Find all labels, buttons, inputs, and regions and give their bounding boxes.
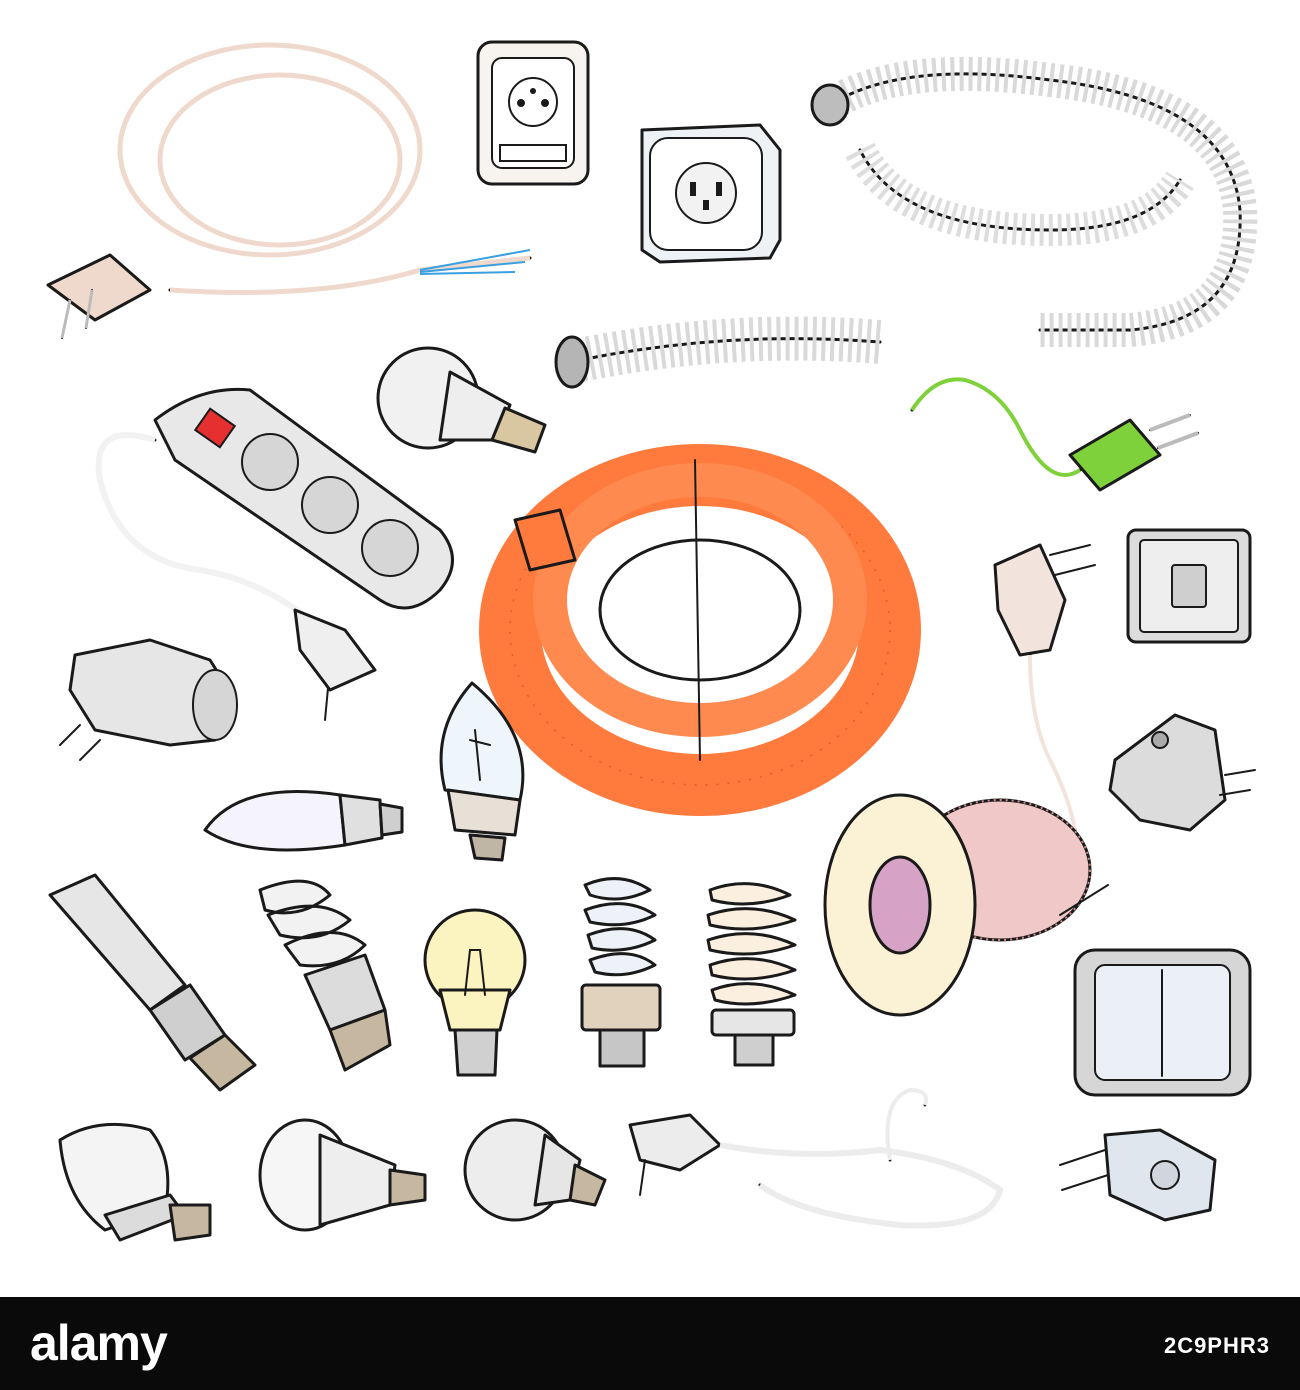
incandescent-bulb <box>423 908 527 1077</box>
wall-socket-grounded <box>640 123 782 264</box>
light-switch-single <box>1126 528 1252 644</box>
wire-spool <box>823 793 1109 1017</box>
spiral-cfl-bulb-small <box>580 877 662 1068</box>
corrugated-conduit-short <box>554 316 882 389</box>
plug-adapter <box>1108 713 1256 832</box>
image-id-label: 2C9PHR3 <box>1163 1333 1270 1358</box>
t-adapter <box>59 638 238 761</box>
reflector-bulb <box>258 1118 427 1232</box>
power-cord-with-bare-wires <box>46 42 532 339</box>
globe-led-bulb <box>463 1118 607 1222</box>
plug-cord-tangled <box>628 1087 1004 1229</box>
spiral-cfl-bulb <box>258 879 392 1072</box>
candle-led-bulb <box>203 790 404 852</box>
spiral-cfl-bulb-large <box>706 882 797 1067</box>
stock-logo[interactable]: alamy <box>30 1315 168 1371</box>
led-bulb-small <box>376 346 547 454</box>
stock-footer-bar: alamy 2C9PHR3 <box>0 1297 1300 1390</box>
wall-socket-square <box>476 40 590 186</box>
led-corn-bulb <box>58 1122 212 1242</box>
power-strip-three-outlets <box>95 387 454 721</box>
angled-plug-cord <box>993 543 1096 832</box>
light-switch-double <box>1073 948 1252 1097</box>
fluorescent-tube-lamp <box>48 873 257 1092</box>
corrugated-conduit-coil <box>810 56 1258 347</box>
round-plug-adapter <box>1059 1128 1217 1222</box>
green-plug-cord <box>910 377 1199 492</box>
illustration <box>46 40 1258 1242</box>
candle-incandescent-bulb <box>439 681 525 862</box>
orange-extension-cable-coil <box>479 444 921 816</box>
